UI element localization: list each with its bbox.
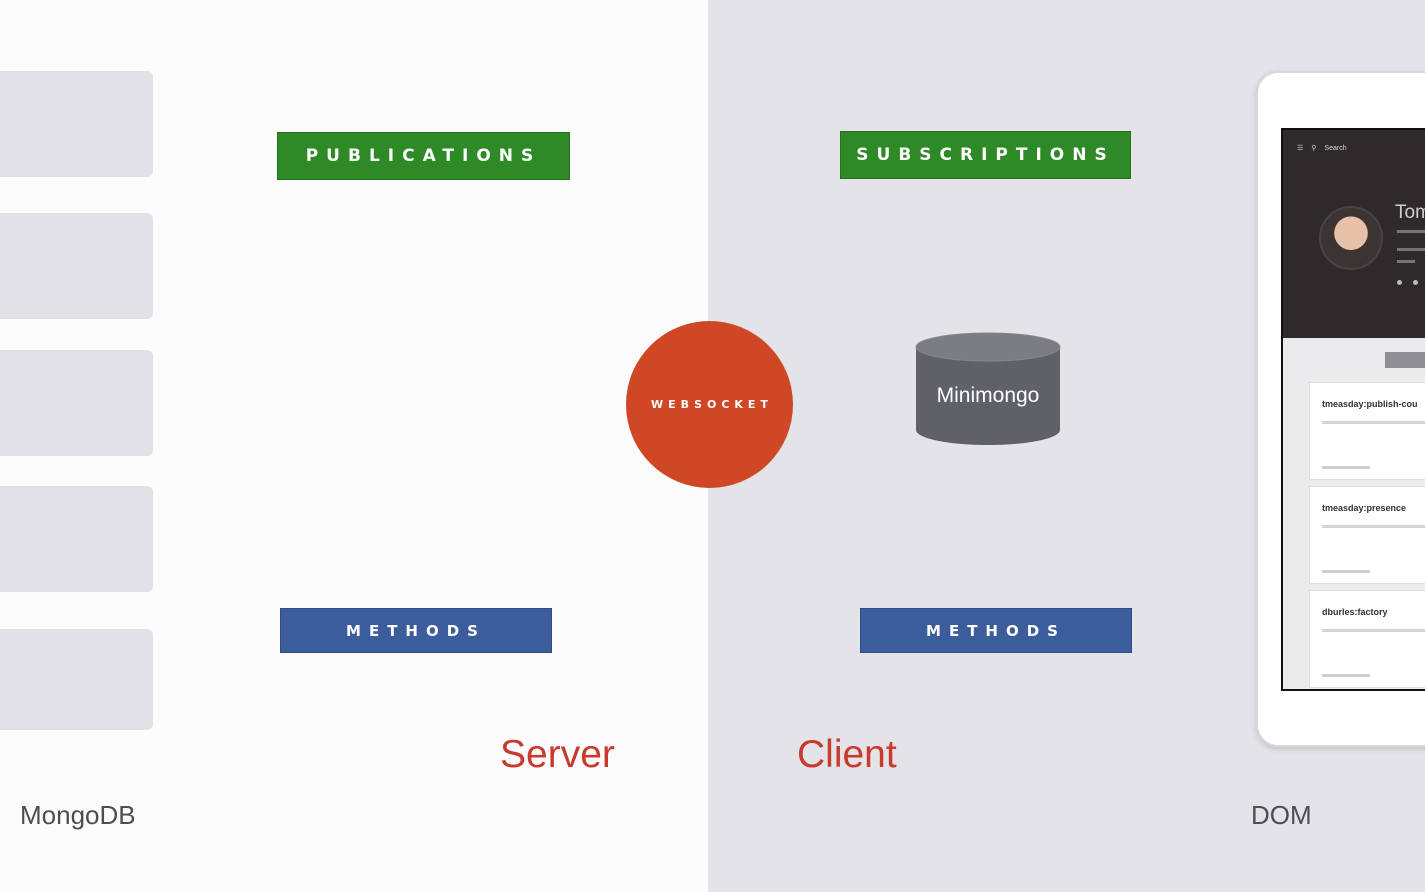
mongodb-block — [0, 350, 153, 456]
package-description — [1322, 421, 1425, 424]
package-title: tmeasday:presence — [1322, 503, 1406, 513]
github-icon — [1397, 280, 1402, 285]
tablet-topbar: ☰ ⚲ Search — [1297, 144, 1347, 152]
package-title: tmeasday:publish-cou — [1322, 399, 1418, 409]
minimongo-label: Minimongo — [915, 384, 1061, 408]
package-card: tmeasday:presence — [1309, 486, 1425, 584]
profile-name: Tom — [1395, 202, 1425, 224]
package-stats — [1322, 570, 1370, 573]
mongodb-caption: MongoDB — [20, 800, 136, 831]
twitter-icon — [1413, 280, 1418, 285]
mongodb-block — [0, 71, 153, 177]
tablet-screen: ☰ ⚲ Search Tom tmeasday:publish-cou tmea… — [1281, 128, 1425, 691]
mongodb-block — [0, 213, 153, 319]
mongodb-block — [0, 486, 153, 592]
profile-bio — [1397, 260, 1415, 263]
subscriptions-tag: SUBSCRIPTIONS — [840, 131, 1131, 179]
package-description — [1322, 629, 1425, 632]
websocket-node: WEBSOCKET — [626, 321, 793, 488]
menu-icon: ☰ — [1297, 144, 1303, 152]
package-card: tmeasday:publish-cou — [1309, 382, 1425, 480]
package-stats — [1322, 674, 1370, 677]
publications-tag: PUBLICATIONS — [277, 132, 570, 180]
search-label: Search — [1324, 145, 1346, 152]
server-title: Server — [500, 733, 615, 777]
package-stats — [1322, 466, 1370, 469]
client-title: Client — [797, 733, 897, 777]
search-icon: ⚲ — [1311, 144, 1316, 152]
client-methods-tag: METHODS — [860, 608, 1132, 653]
server-methods-tag: METHODS — [280, 608, 552, 653]
minimongo-cylinder: Minimongo — [915, 332, 1061, 446]
package-card: dburles:factory — [1309, 590, 1425, 688]
profile-bio — [1397, 248, 1425, 251]
dom-caption: DOM — [1251, 800, 1312, 831]
avatar — [1319, 206, 1383, 270]
mongodb-block — [0, 629, 153, 730]
package-title: dburles:factory — [1322, 607, 1388, 617]
package-description — [1322, 525, 1425, 528]
profile-tab-button — [1385, 352, 1425, 368]
profile-subtitle — [1397, 230, 1425, 233]
profile-header: ☰ ⚲ Search Tom — [1283, 130, 1425, 338]
